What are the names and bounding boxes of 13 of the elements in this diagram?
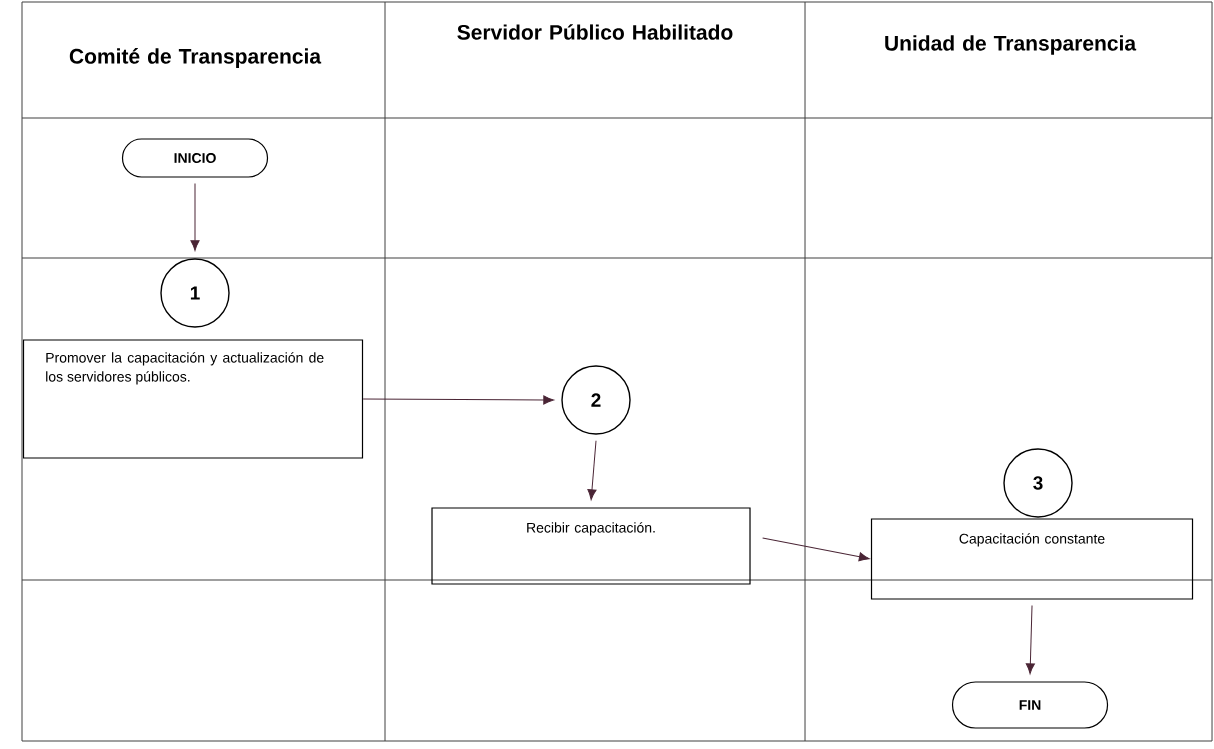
arrow	[587, 440, 597, 501]
process-box: Recibir capacitación.	[431, 507, 751, 585]
arrow	[1025, 605, 1035, 675]
terminator: FIN	[951, 681, 1109, 729]
arrow	[190, 183, 200, 251]
arrow	[762, 537, 870, 562]
arrow	[362, 395, 554, 405]
column-header: Unidad de Transparencia	[885, 35, 1137, 55]
column-header: Servidor Público Habilitado	[457, 24, 733, 40]
process-box: Promover la capacitación y actualización de los servidores públicos.	[22, 339, 364, 459]
column-header: Comité de Transparencia	[69, 48, 322, 68]
process-box: Capacitación constante	[870, 518, 1194, 600]
terminator: INICIO	[121, 138, 269, 178]
